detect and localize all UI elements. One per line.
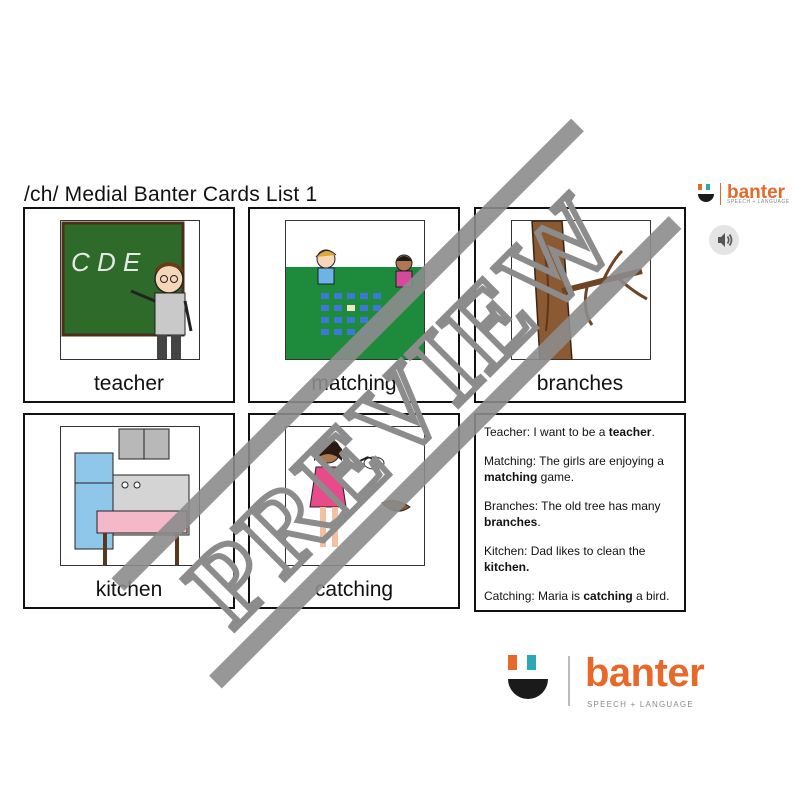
brand-tagline: SPEECH + LANGUAGE bbox=[587, 700, 694, 709]
matching-picture bbox=[285, 220, 425, 360]
svg-text:C D E: C D E bbox=[71, 247, 141, 277]
sentences-card: Teacher: I want to be a teacher. Matchin… bbox=[474, 413, 686, 612]
brand-tagline: SPEECH + LANGUAGE bbox=[727, 199, 790, 205]
sentence-catching: Catching: Maria is catching a bird. bbox=[484, 589, 670, 603]
logo-divider bbox=[720, 183, 721, 205]
banter-mark-icon bbox=[508, 655, 548, 699]
kitchen-picture bbox=[60, 426, 200, 566]
logo-divider bbox=[568, 656, 570, 706]
card-teacher[interactable]: C D E teacher bbox=[23, 207, 235, 403]
sentence-branches: Branches: The old tree has many branches… bbox=[484, 499, 661, 529]
catching-picture bbox=[285, 426, 425, 566]
card-branches[interactable]: branches bbox=[474, 207, 686, 403]
sentence-kitchen: Kitchen: Dad likes to clean the kitchen. bbox=[484, 544, 646, 574]
speaker-button[interactable] bbox=[709, 225, 739, 255]
brand-name: banter bbox=[585, 651, 705, 695]
card-word: catching bbox=[314, 578, 394, 601]
banter-logo-large: banter SPEECH + LANGUAGE bbox=[505, 651, 725, 713]
sentence-matching: Matching: The girls are enjoying a match… bbox=[484, 454, 664, 484]
brand-name: banter bbox=[727, 182, 786, 203]
teacher-picture: C D E bbox=[60, 220, 200, 360]
branches-picture bbox=[511, 220, 651, 360]
card-word: teacher bbox=[93, 372, 165, 395]
card-catching[interactable]: catching bbox=[248, 413, 460, 609]
card-word: matching bbox=[311, 372, 397, 395]
banter-mark-icon bbox=[698, 184, 714, 202]
banter-logo-small: banter SPEECH + LANGUAGE bbox=[697, 183, 790, 205]
card-kitchen[interactable]: kitchen bbox=[23, 413, 235, 609]
card-word: kitchen bbox=[95, 578, 163, 601]
page-title: /ch/ Medial Banter Cards List 1 bbox=[24, 183, 318, 206]
speaker-icon bbox=[718, 233, 733, 247]
sentence-teacher: Teacher: I want to be a teacher. bbox=[484, 425, 655, 439]
card-matching[interactable]: matching bbox=[248, 207, 460, 403]
card-word: branches bbox=[536, 372, 624, 395]
